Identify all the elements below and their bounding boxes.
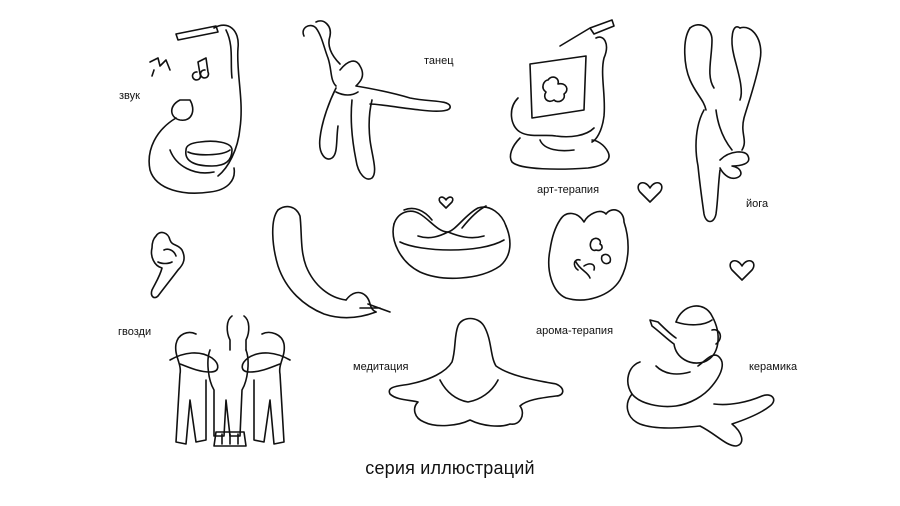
- art-therapy-figure-illustration: [509, 19, 615, 170]
- label-dance: танец: [424, 55, 454, 67]
- yoga-figure-illustration: [683, 24, 762, 223]
- nails-hand-illustration: [150, 231, 185, 299]
- series-caption: серия иллюстраций: [365, 458, 535, 478]
- label-nails: гвозди: [118, 326, 152, 338]
- label-art-therapy: арт-терапия: [537, 184, 600, 196]
- aroma-therapy-leaf-illustration: [548, 209, 629, 301]
- label-aroma-therapy: арома-терапия: [536, 325, 614, 337]
- ceramics-figure-illustration: [626, 305, 775, 447]
- label-yoga: йога: [746, 198, 769, 210]
- heart-icon: [729, 259, 755, 281]
- dance-figure-illustration: [302, 20, 451, 180]
- hugging-hands-illustration: [392, 196, 511, 280]
- three-figures-hugging-illustration: [169, 315, 291, 447]
- meditation-figure-illustration: [388, 317, 564, 427]
- reaching-arm-illustration: [271, 205, 391, 319]
- heart-icon: [637, 181, 663, 203]
- label-meditation: медитация: [353, 361, 409, 373]
- sound-figure-illustration: [148, 24, 242, 194]
- label-sound: звук: [119, 90, 140, 102]
- label-ceramics: керамика: [749, 361, 798, 373]
